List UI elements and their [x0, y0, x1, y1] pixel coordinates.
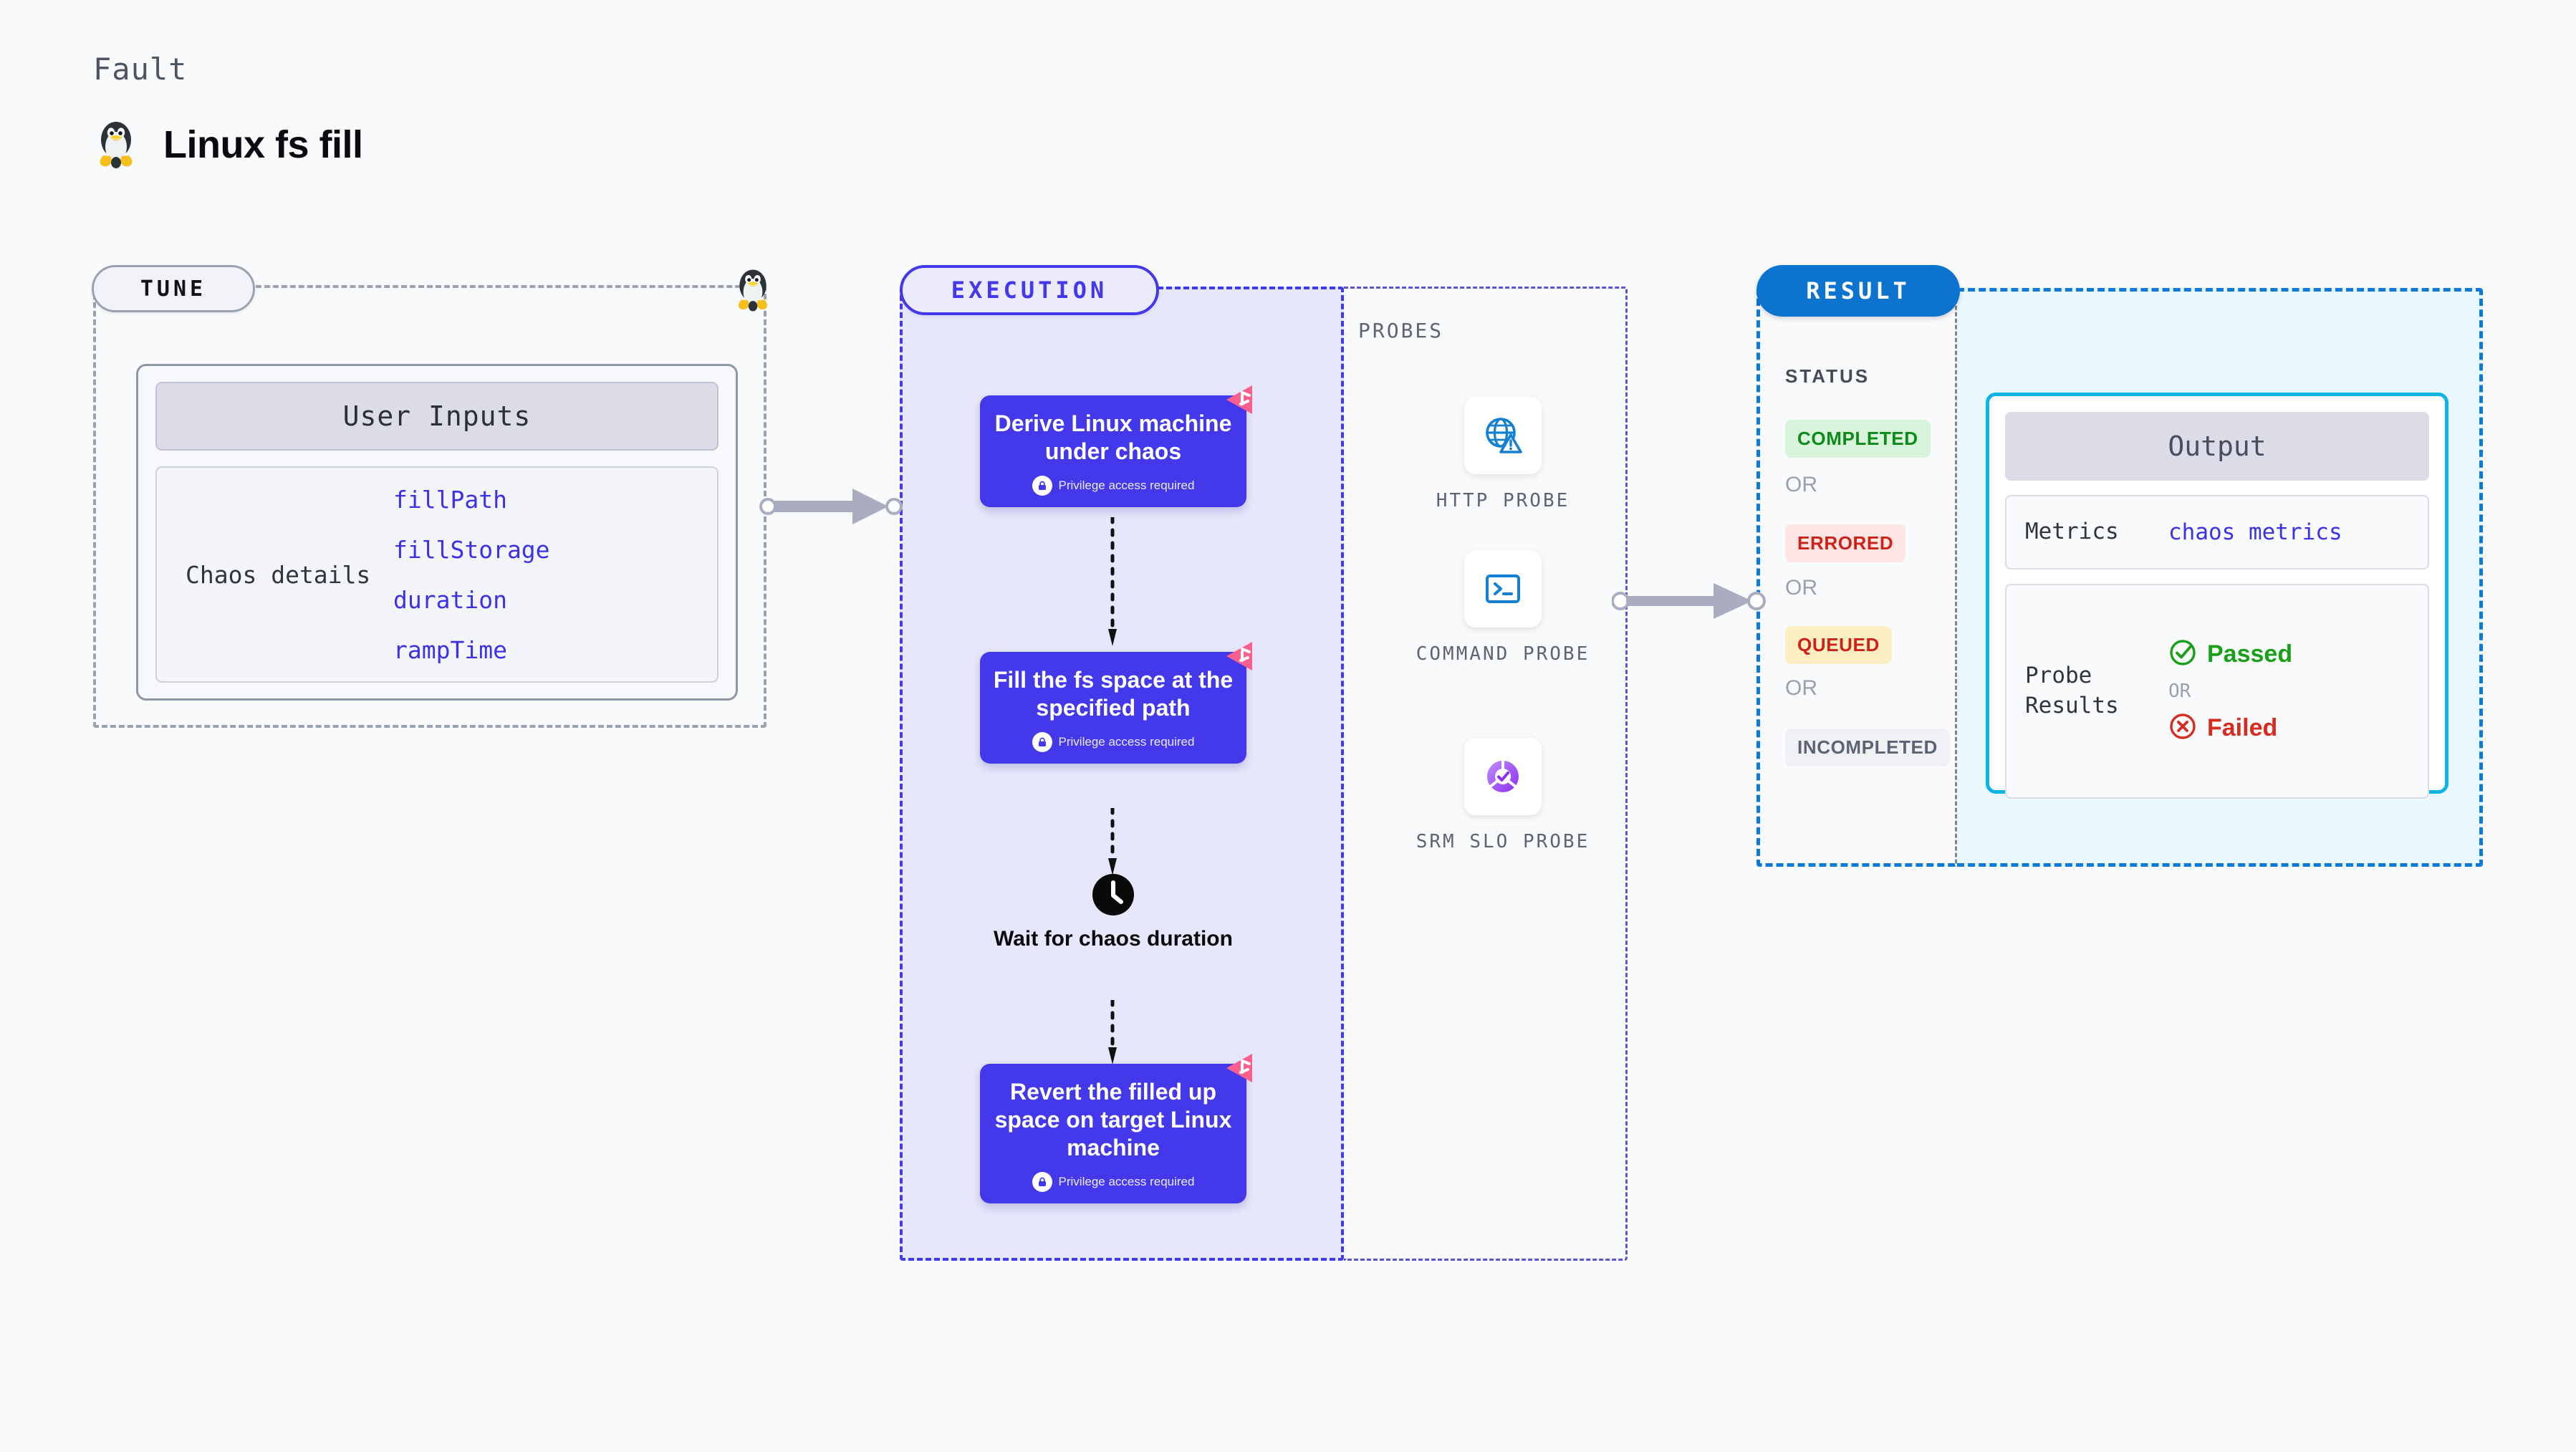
execution-step-title: Revert the filled up space on target Lin…: [994, 1079, 1232, 1161]
status-badge-completed: COMPLETED: [1785, 420, 1931, 458]
user-inputs-header: User Inputs: [155, 382, 719, 451]
flow-arrow-1: [1108, 515, 1117, 648]
param-fillPath[interactable]: fillPath: [393, 485, 507, 514]
probe-result-failed-label: Failed: [2207, 714, 2278, 741]
status-or-3: OR: [1785, 676, 1817, 700]
probe-srm-slo-label: SRM SLO PROBE: [1416, 831, 1590, 852]
param-fillStorage[interactable]: fillStorage: [393, 535, 550, 564]
param-duration[interactable]: duration: [393, 585, 507, 614]
status-badge-incompleted: INCOMPLETED: [1785, 729, 1950, 766]
execution-step-title: Fill the fs space at the specified path: [993, 667, 1234, 721]
chaos-details-params: fillPath fillStorage duration rampTime: [393, 486, 550, 664]
status-or-2: OR: [1785, 576, 1817, 600]
fault-eyebrow-label: Fault: [93, 52, 188, 87]
probe-result-passed-label: Passed: [2207, 640, 2293, 668]
result-status-region: [1756, 288, 1957, 867]
wait-node-label: Wait for chaos duration: [994, 927, 1233, 951]
output-metrics-value[interactable]: chaos metrics: [2168, 519, 2342, 545]
privilege-note: Privilege access required: [993, 476, 1234, 496]
clock-icon: [980, 872, 1246, 917]
lock-icon: [1032, 476, 1052, 496]
tune-badge[interactable]: TUNE: [92, 265, 255, 312]
output-card: Output Metrics chaos metrics Probe Resul…: [1986, 393, 2448, 799]
wait-for-chaos-duration-node: Wait for chaos duration: [980, 872, 1246, 953]
connector-tune-to-execution: [759, 484, 903, 532]
flow-arrow-2: [1108, 806, 1117, 877]
chaos-details-row: Chaos details fillPath fillStorage durat…: [155, 466, 719, 683]
linux-penguin-connector-icon: [732, 266, 774, 317]
chaos-details-label: Chaos details: [186, 560, 371, 589]
execution-step-card[interactable]: Fill the fs space at the specified path …: [980, 642, 1252, 764]
fault-title: Linux fs fill: [163, 123, 363, 166]
privilege-note: Privilege access required: [993, 732, 1234, 753]
privilege-note-text: Privilege access required: [1058, 479, 1195, 493]
privilege-note-text: Privilege access required: [1058, 1175, 1195, 1189]
result-badge[interactable]: RESULT: [1756, 265, 1960, 317]
slo-donut-check-icon: [1464, 738, 1542, 815]
probe-srm-slo[interactable]: SRM SLO PROBE: [1395, 738, 1610, 854]
probe-result-passed: Passed: [2168, 638, 2292, 670]
execution-badge[interactable]: EXECUTION: [900, 265, 1159, 315]
probes-label: PROBES: [1358, 319, 1444, 342]
execution-step-card[interactable]: Revert the filled up space on target Lin…: [980, 1054, 1252, 1204]
user-inputs-card: User Inputs Chaos details fillPath fillS…: [136, 364, 738, 701]
probe-result-or: OR: [2168, 681, 2191, 702]
flow-arrow-3: [1108, 998, 1117, 1066]
lock-icon: [1032, 732, 1052, 753]
probe-http-label: HTTP PROBE: [1436, 490, 1570, 511]
status-or-1: OR: [1785, 473, 1817, 496]
privilege-note: Privilege access required: [993, 1172, 1234, 1193]
output-metrics-row: Metrics chaos metrics: [2005, 495, 2429, 569]
execution-step-title: Derive Linux machine under chaos: [994, 410, 1232, 465]
probe-command[interactable]: COMMAND PROBE: [1395, 550, 1610, 666]
check-circle-icon: [2168, 638, 2197, 670]
output-probe-results-values: Passed OR Failed: [2168, 638, 2292, 744]
status-badge-errored: ERRORED: [1785, 524, 1906, 562]
chaos-marker-icon: [1221, 1048, 1261, 1092]
x-circle-icon: [2168, 712, 2197, 744]
probe-http[interactable]: HTTP PROBE: [1395, 397, 1610, 513]
status-label: STATUS: [1785, 365, 1870, 387]
output-metrics-key: Metrics: [2025, 519, 2119, 545]
chaos-marker-icon: [1221, 380, 1261, 423]
param-rampTime[interactable]: rampTime: [393, 635, 507, 664]
lock-icon: [1032, 1172, 1052, 1193]
probe-command-label: COMMAND PROBE: [1416, 643, 1590, 665]
status-badge-queued: QUEUED: [1785, 626, 1892, 664]
globe-warning-icon: [1464, 397, 1542, 474]
privilege-note-text: Privilege access required: [1058, 735, 1195, 749]
output-probe-results-row: Probe Results Passed OR: [2005, 584, 2429, 799]
terminal-icon: [1464, 550, 1542, 628]
connector-probes-to-result: [1611, 579, 1767, 627]
chaos-marker-icon: [1221, 636, 1261, 680]
probe-result-failed: Failed: [2168, 712, 2292, 744]
linux-penguin-icon: [93, 118, 139, 171]
fault-title-row: Linux fs fill: [93, 118, 363, 171]
output-header: Output: [2005, 412, 2429, 481]
execution-step-card[interactable]: Derive Linux machine under chaos Privile…: [980, 385, 1252, 508]
output-probe-results-key: Probe Results: [2025, 663, 2119, 718]
